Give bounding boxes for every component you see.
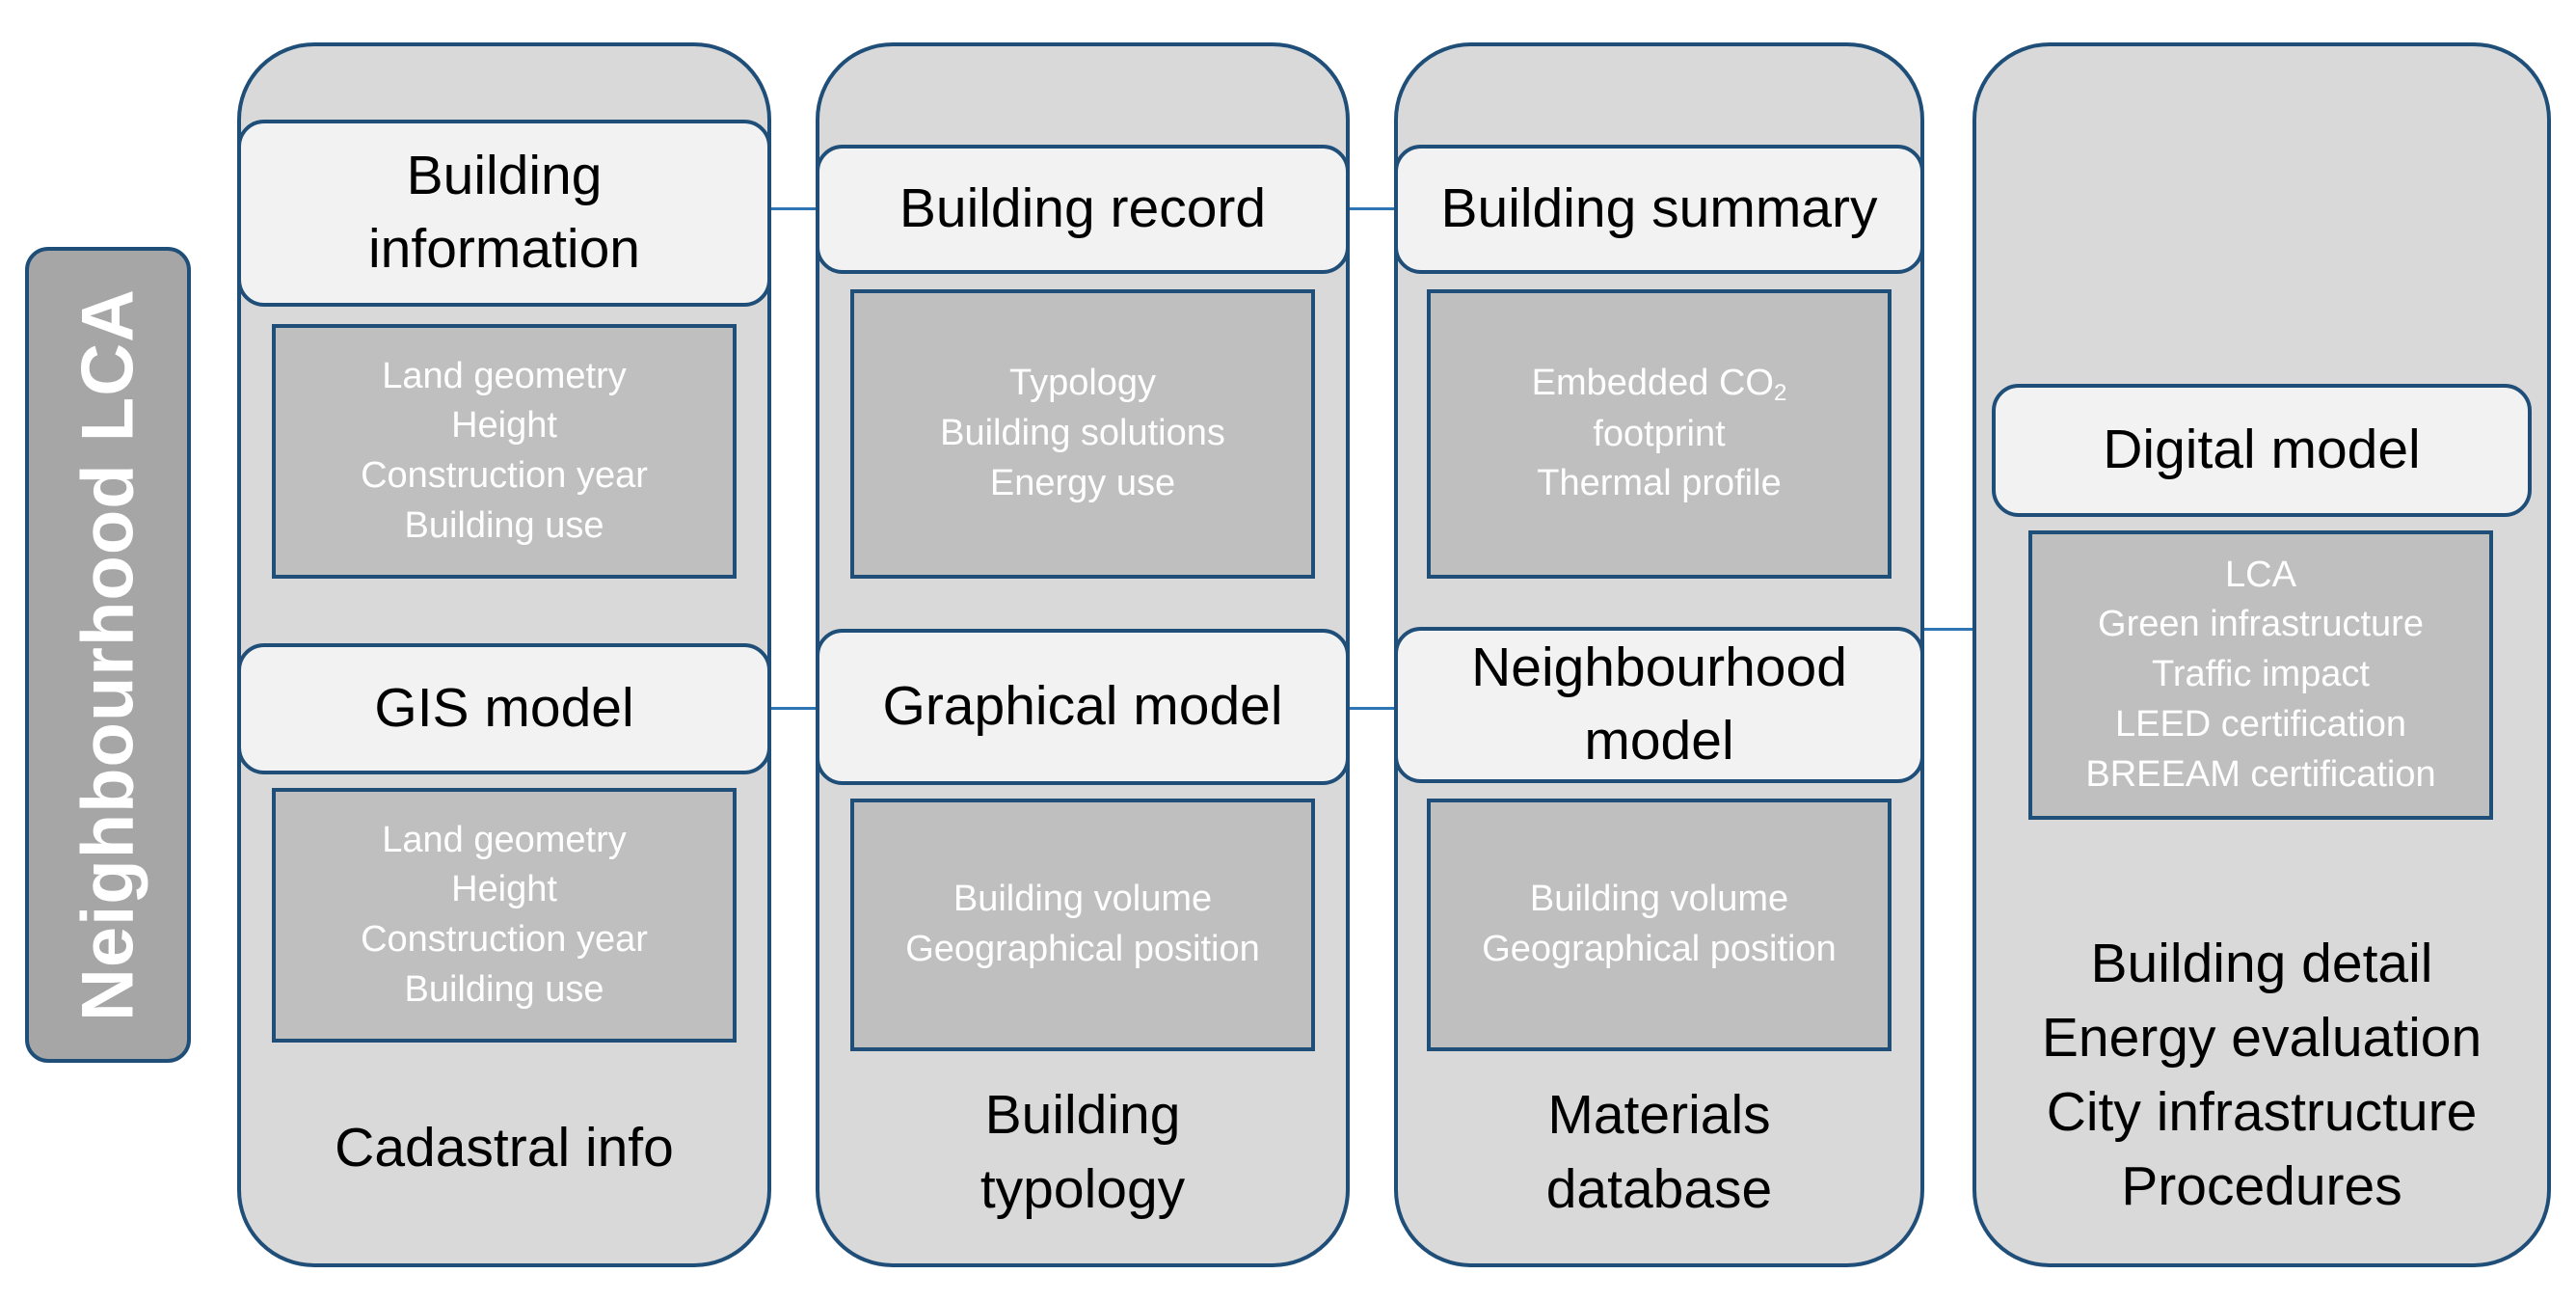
side-label: Neighbourhood LCA (67, 288, 149, 1021)
connector-line (1924, 628, 1972, 631)
column-footer: Cadastral info (335, 1116, 674, 1179)
column-footer: Building detail Energy evaluation City i… (2041, 933, 2482, 1217)
data-box: Typology Building solutions Energy use (850, 289, 1315, 579)
side-label-box: Neighbourhood LCA (25, 247, 191, 1063)
data-item: Land geometry (382, 819, 627, 860)
data-item: Height (451, 405, 557, 447)
connector-line (1350, 207, 1396, 210)
data-box: Building volume Geographical position (1427, 799, 1892, 1051)
data-item: Building use (404, 968, 604, 1010)
block-title: Neighbourhood model (1394, 627, 1924, 783)
data-item: Construction year (361, 919, 648, 960)
data-item: Building volume (1529, 879, 1789, 920)
data-box: Building volume Geographical position (850, 799, 1315, 1051)
data-item: Geographical position (905, 929, 1260, 969)
data-item: LEED certification (2114, 703, 2406, 745)
data-box: Land geometry Height Construction year B… (272, 324, 737, 579)
connector-line (771, 707, 818, 710)
block-title: GIS model (237, 643, 771, 774)
data-box: Embedded CO2 footprint Thermal profile (1427, 289, 1892, 579)
data-item: footprint (1593, 413, 1726, 454)
data-item: Building use (404, 504, 604, 546)
data-item: Typology (1008, 363, 1157, 404)
data-item: Height (451, 869, 557, 910)
data-item: Energy use (989, 462, 1176, 503)
data-item: Geographical position (1482, 929, 1837, 969)
block-title: Graphical model (816, 629, 1350, 785)
block-title: Building record (816, 145, 1350, 274)
data-item: Building volume (953, 879, 1213, 920)
block-title: Building information (237, 120, 771, 307)
data-item: Thermal profile (1537, 463, 1782, 504)
data-box: Land geometry Height Construction year B… (272, 788, 737, 1043)
data-item: Green infrastructure (2098, 604, 2424, 645)
data-box: LCA Green infrastructure Traffic impact … (2028, 530, 2493, 820)
block-title: Building summary (1394, 145, 1924, 274)
column-footer: Materials database (1545, 1084, 1773, 1220)
block-title: Digital model (1992, 384, 2532, 517)
data-item: Construction year (361, 455, 648, 496)
column-footer: Building typology (979, 1084, 1186, 1220)
data-item: LCA (2225, 554, 2296, 595)
connector-line (771, 207, 818, 210)
data-item: Embedded CO2 (1531, 363, 1787, 407)
data-item: Land geometry (382, 355, 627, 396)
connector-line (1350, 707, 1396, 710)
data-item: BREEAM certification (2085, 753, 2436, 795)
data-item: Traffic impact (2152, 654, 2370, 695)
data-item: Building solutions (940, 413, 1225, 454)
subscript: 2 (1774, 380, 1787, 407)
